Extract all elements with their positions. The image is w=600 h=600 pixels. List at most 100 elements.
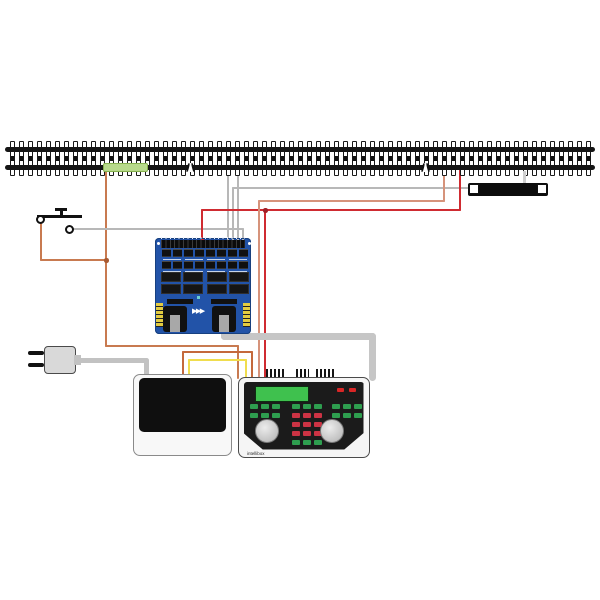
track-tie-plate [425, 156, 428, 161]
track-tie-plate [578, 156, 581, 161]
track-tie-plate [47, 156, 50, 161]
wire-track-feed-orange [105, 345, 239, 347]
track-tie-plate [119, 156, 122, 161]
track-tie-plate [173, 156, 176, 161]
pcb-optocoupler [239, 249, 248, 257]
wire-track-red [200, 208, 204, 246]
pcb-header-bar [167, 299, 193, 304]
pcb-relay [183, 272, 203, 282]
track-tie-plate [20, 156, 23, 161]
pcb-optocoupler [173, 249, 182, 257]
pcb-silk-label [229, 258, 247, 260]
track-tie-plate [407, 156, 410, 161]
pcb-relay [229, 284, 249, 294]
track-tie-plate [83, 156, 86, 161]
pcb-optocoupler [195, 261, 204, 269]
command-station-label: intellibox [247, 450, 265, 456]
track-tie-plate [371, 156, 374, 161]
track-tie-plate [11, 156, 14, 161]
track-tie-plate [164, 156, 167, 161]
wire-junction [263, 208, 268, 213]
track-tie-plate [488, 156, 491, 161]
controller-button [272, 413, 280, 418]
pcb-silk-label [185, 258, 203, 260]
pcb-optocoupler [173, 261, 182, 269]
track-tie-plate [380, 156, 383, 161]
track-tie-plate [443, 156, 446, 161]
controller-knob [320, 419, 344, 443]
wire-psu-yellow [187, 358, 191, 378]
controller-button [314, 404, 322, 409]
pcb-yellow-header [243, 303, 250, 327]
pcb-silk-label [163, 270, 181, 272]
wire-pushbutton-gray [72, 228, 244, 230]
track-tie-plate [290, 156, 293, 161]
plug-boot [74, 355, 81, 365]
track-tie-plate [524, 156, 527, 161]
sensor-terminal-left [469, 184, 479, 194]
track-tie-plate [236, 156, 239, 161]
lcd-display [255, 386, 309, 402]
track-tie-plate [56, 156, 59, 161]
pcb-optocoupler [184, 261, 193, 269]
pcb-rj-jack-opening [219, 315, 229, 332]
pcb-relay [161, 284, 181, 294]
power-supply [133, 374, 232, 456]
track-tie-plate [551, 156, 554, 161]
track-sensor [468, 183, 548, 196]
track-tie-plate [29, 156, 32, 161]
controller-button [250, 404, 258, 409]
track-tie-plate [65, 156, 68, 161]
track-tie-plate [542, 156, 545, 161]
controller-button [292, 404, 300, 409]
track-tie-plate [497, 156, 500, 161]
track-tie-plate [155, 156, 158, 161]
controller-button [292, 413, 300, 418]
pcb-optocoupler [184, 249, 193, 257]
wire-track-sense-1 [227, 166, 229, 247]
track-tie-plate [101, 156, 104, 161]
power-plug [28, 344, 81, 376]
track-tie-plate [461, 156, 464, 161]
track-tie-plate [137, 156, 140, 161]
power-supply-face [138, 377, 226, 432]
plug-body [44, 346, 76, 374]
pcb-optocoupler [206, 249, 215, 257]
controller-pin-header [266, 369, 286, 377]
pcb-relay [229, 272, 249, 282]
wire-psu-orange [182, 351, 253, 353]
pcb-optocoupler [217, 249, 226, 257]
plug-prong [28, 351, 44, 355]
track-tie-plate [299, 156, 302, 161]
controller-button [332, 404, 340, 409]
wire-track-sense-2 [237, 166, 239, 247]
track-tie-plate [362, 156, 365, 161]
track-tie-plate [182, 156, 185, 161]
rail-bottom [5, 165, 595, 170]
track-tie-plate [272, 156, 275, 161]
track-tie-plate [200, 156, 203, 161]
controller-button [272, 404, 280, 409]
wire-sensor-gray [232, 187, 234, 247]
track-tie-plate [389, 156, 392, 161]
pcb-optocoupler [195, 249, 204, 257]
controller-button [314, 440, 322, 445]
track-tie-plate [560, 156, 563, 161]
controller-button [354, 413, 362, 418]
controller-button [314, 422, 322, 427]
rail-gap [423, 163, 428, 172]
controller-button [314, 431, 322, 436]
pcb-logo: ▶▶▶ [192, 308, 205, 315]
push-button-terminal-left [36, 215, 45, 224]
pcb-pin-header [161, 240, 245, 248]
track-tie-plate [398, 156, 401, 161]
track-tie-plate [452, 156, 455, 161]
pcb-optocoupler [228, 249, 237, 257]
track-tie-plate [515, 156, 518, 161]
controller-button [343, 413, 351, 418]
controller-led [349, 388, 356, 392]
track-tie-plate [218, 156, 221, 161]
pcb-silk-label [207, 258, 225, 260]
